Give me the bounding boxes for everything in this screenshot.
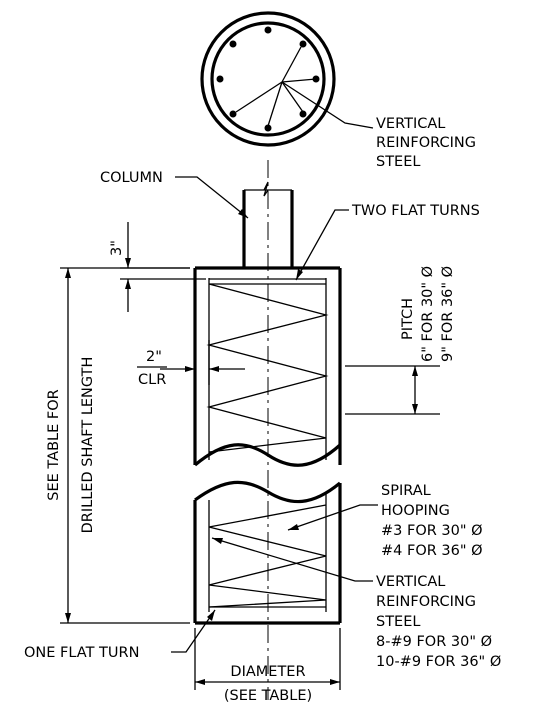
spiral-hooping-label: SPIRAL HOOPING #3 FOR 30" Ø #4 FOR 36" Ø	[381, 483, 487, 559]
two-flat-turns-label: TWO FLAT TURNS	[351, 203, 480, 219]
rebar-dots	[216, 26, 320, 132]
one-flat-turn-label: ONE FLAT TURN	[24, 645, 139, 661]
arrow-head	[238, 209, 248, 218]
shaft-length-label-2: DRILLED SHAFT LENGTH	[80, 357, 96, 534]
arrow-head	[125, 258, 131, 268]
column-label: COLUMN	[100, 170, 163, 186]
leader-line	[267, 81, 283, 127]
column-break-mark	[263, 181, 269, 197]
spiral-hooping-leader	[287, 504, 378, 531]
arrow-head	[125, 279, 131, 289]
spiral-zigzag-upper	[206, 283, 329, 453]
clr-value-label: 2"	[146, 349, 162, 365]
leader-line	[281, 78, 317, 83]
leader-line	[281, 81, 374, 129]
shaft-length-label-1: SEE TABLE FOR	[46, 389, 62, 500]
column	[242, 181, 294, 268]
arrow-head	[412, 404, 418, 414]
arrow-head	[65, 268, 71, 278]
arrow-head	[212, 538, 223, 544]
rebar-dot	[229, 110, 237, 118]
arrow-head	[330, 679, 340, 685]
arrow-head	[65, 613, 71, 623]
rebar-dot	[264, 26, 272, 34]
leader-line	[235, 81, 283, 113]
top-clearance-dimension	[120, 222, 206, 312]
rebar-dot	[216, 75, 224, 83]
arrow-head	[207, 610, 215, 621]
spiral-zigzag-lower	[208, 504, 327, 608]
clearance-top-label: 3"	[109, 240, 125, 256]
diameter-label: DIAMETER	[230, 664, 305, 680]
pitch-dimension	[345, 365, 440, 415]
pitch-30-label: 6" FOR 30" Ø	[420, 266, 436, 362]
shaft-outer-circle	[200, 11, 336, 147]
vertical-reinforcing-bottom-label: VERTICAL REINFORCING STEEL 8-#9 FOR 30" …	[376, 574, 501, 670]
column-leader	[175, 176, 249, 219]
arrow-head	[296, 269, 303, 280]
vertical-reinforcing-leader	[211, 537, 373, 582]
lower-shaft	[193, 480, 342, 625]
two-flat-turns-leader	[295, 209, 349, 281]
break-wave-lower	[194, 480, 342, 504]
arrow-head	[412, 366, 418, 376]
rebar-dot	[299, 110, 307, 118]
arrow-head	[288, 524, 299, 530]
see-table-label: (SEE TABLE)	[224, 688, 312, 704]
one-flat-turn-leader	[171, 609, 216, 653]
leader-line	[281, 81, 304, 113]
diameter-dimension	[194, 628, 341, 690]
pitch-title-label: PITCH	[400, 298, 416, 340]
cross-section	[200, 11, 374, 147]
rebar-dot	[264, 124, 272, 132]
arrow-head	[209, 366, 219, 372]
upper-shaft	[193, 266, 342, 467]
rebar-dot	[299, 40, 307, 48]
arrow-head	[185, 366, 195, 372]
break-wave-upper	[193, 443, 342, 467]
clr-label: CLR	[138, 372, 166, 388]
leader-line	[281, 46, 302, 83]
pitch-36-label: 9" FOR 36" Ø	[440, 266, 456, 362]
rebar-dot	[229, 40, 237, 48]
shaft-length-dimension	[60, 267, 190, 624]
spiral-circle	[210, 21, 326, 137]
vertical-reinforcing-top-label: VERTICAL REINFORCING STEEL	[376, 116, 481, 170]
clr-dimension	[160, 340, 245, 385]
arrow-head	[195, 679, 205, 685]
rebar-leaders	[235, 46, 374, 129]
